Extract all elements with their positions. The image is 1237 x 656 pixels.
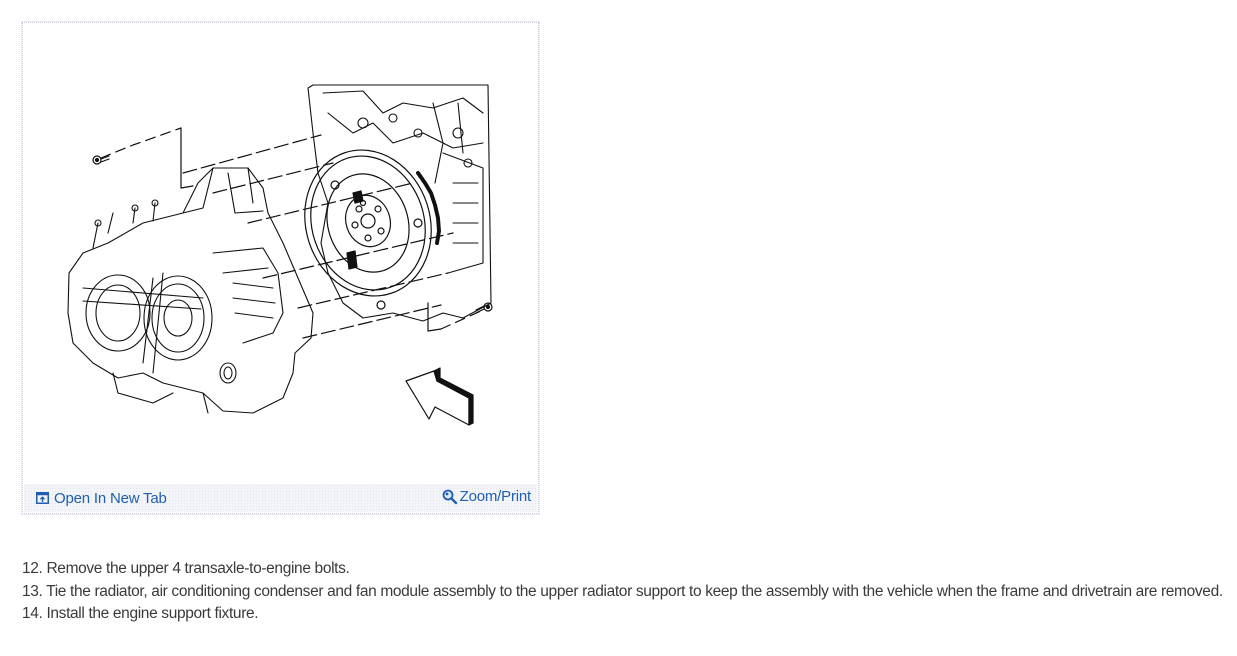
zoom-print-link[interactable]: Zoom/Print <box>442 488 531 505</box>
instruction-steps: 12. Remove the upper 4 transaxle-to-engi… <box>22 558 1237 626</box>
alignment-lines <box>100 127 484 339</box>
step-14: 14. Install the engine support fixture. <box>22 605 259 622</box>
bolt-top-left <box>92 155 110 165</box>
bolt-right <box>475 302 493 314</box>
engine-block <box>307 84 492 322</box>
step-12: 12. Remove the upper 4 transaxle-to-engi… <box>22 560 350 577</box>
figure-toolbar: Open In New Tab Zoom/Print <box>24 484 537 512</box>
transaxle-case <box>67 167 314 414</box>
front-view-arrow <box>405 367 474 426</box>
open-in-new-tab-link[interactable]: Open In New Tab <box>36 490 167 507</box>
open-new-tab-icon <box>36 492 49 504</box>
flywheel <box>304 149 441 310</box>
open-in-new-tab-label: Open In New Tab <box>54 489 167 507</box>
zoom-print-label: Zoom/Print <box>459 488 532 505</box>
figure-frame: Open In New Tab Zoom/Print <box>22 22 539 514</box>
magnifier-icon <box>442 489 458 505</box>
transaxle-engine-diagram <box>67 84 493 426</box>
step-13: 13. Tie the radiator, air conditioning c… <box>22 582 1223 600</box>
